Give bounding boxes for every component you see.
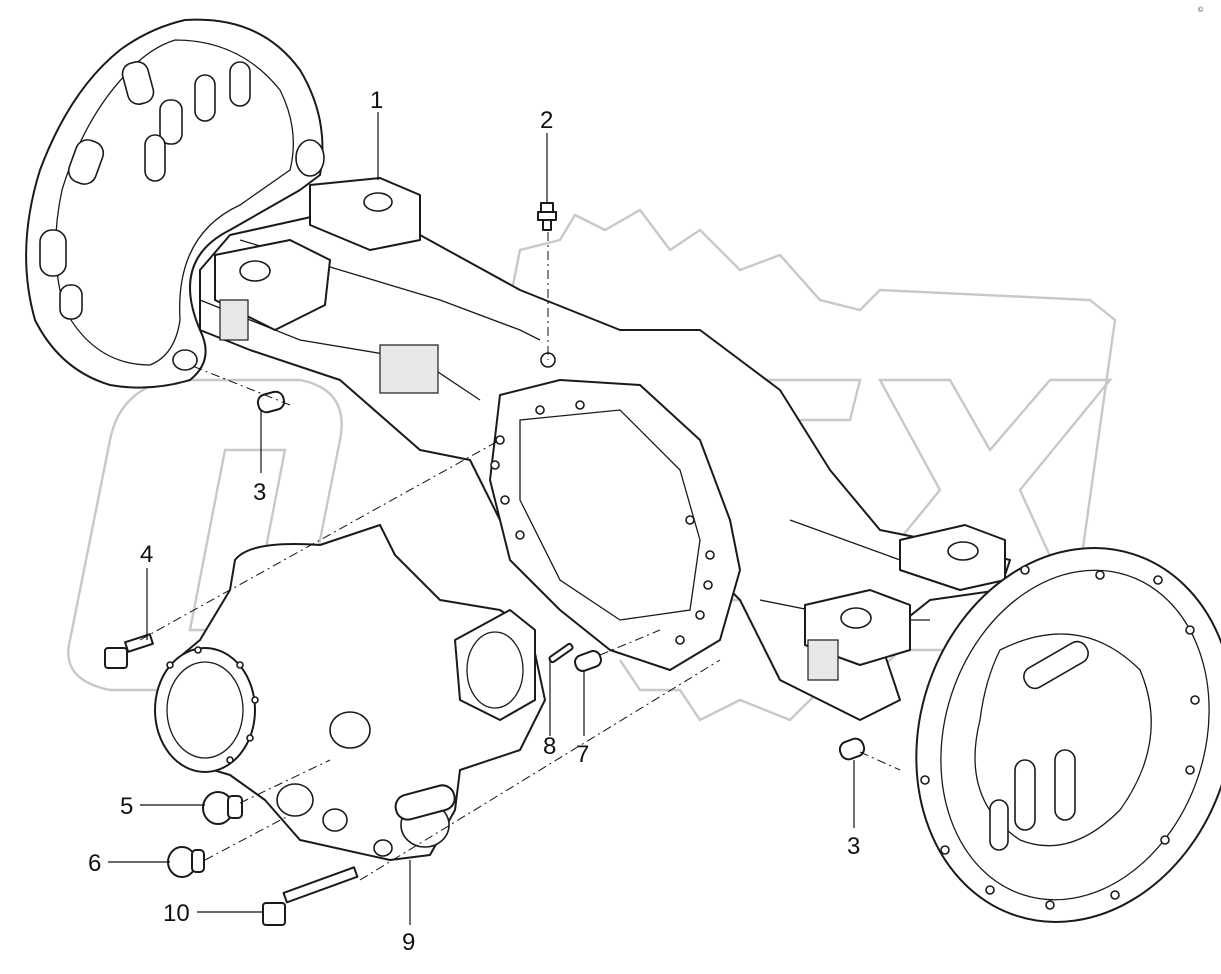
pin-part-8 (548, 642, 574, 664)
callout-6: 6 (88, 850, 101, 877)
bolt-part-4 (104, 633, 154, 669)
assembly-lines (139, 232, 901, 881)
carrier-mounting-frame (489, 379, 741, 671)
pin-part-7 (574, 650, 602, 672)
callout-7: 7 (576, 741, 589, 768)
callout-10: 10 (163, 900, 190, 927)
plug-part-3-left (256, 390, 286, 414)
callout-labels: 1 2 3 3 4 5 6 7 8 9 10 (88, 87, 860, 956)
leader-lines (108, 112, 855, 925)
callout-9: 9 (402, 929, 415, 956)
plug-part-3-right (838, 737, 866, 761)
plug-part-6 (167, 846, 205, 878)
breather-part-2 (537, 202, 557, 231)
callout-3-right: 3 (847, 833, 860, 860)
differential-carrier (154, 524, 546, 861)
callout-1: 1 (370, 87, 383, 114)
corner-mark: © (1198, 6, 1204, 14)
left-flange-housing (25, 18, 325, 389)
callout-3-left: 3 (253, 479, 266, 506)
callout-2: 2 (540, 107, 553, 134)
plug-part-5 (202, 791, 243, 825)
callout-4: 4 (140, 541, 153, 568)
callout-8: 8 (543, 733, 556, 760)
bolt-part-10 (262, 866, 359, 926)
right-flange-housing (915, 547, 1221, 923)
callout-5: 5 (120, 793, 133, 820)
